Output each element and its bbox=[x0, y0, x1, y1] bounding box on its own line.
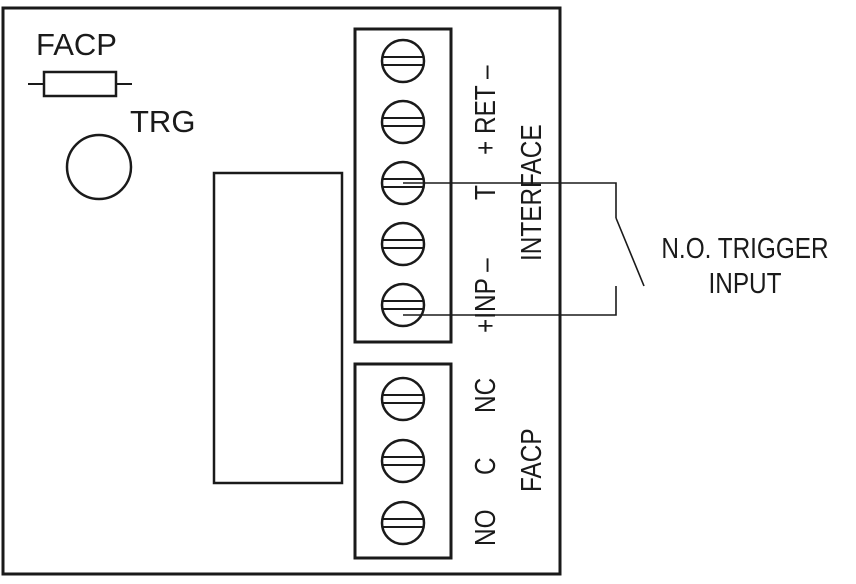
screw-ret-pos-icon[interactable] bbox=[380, 99, 426, 145]
facp-screws bbox=[380, 376, 426, 546]
facp-block-label: FACP bbox=[515, 428, 547, 492]
terminal-label-no: NO bbox=[469, 509, 501, 546]
screw-no-icon[interactable] bbox=[380, 500, 426, 546]
facp-top-label: FACP bbox=[36, 27, 117, 62]
screw-inp-neg-icon[interactable] bbox=[380, 221, 426, 267]
screw-ret-neg-icon[interactable] bbox=[380, 38, 426, 84]
terminal-label-ret: + RET – bbox=[469, 65, 501, 155]
terminal-label-inp: +INP – bbox=[469, 258, 501, 333]
screw-nc-icon[interactable] bbox=[380, 376, 426, 422]
facp-resistor-icon bbox=[28, 70, 132, 98]
trg-label: TRG bbox=[130, 104, 195, 139]
interface-label: INTERFACE bbox=[515, 124, 547, 261]
switch-contact-icon bbox=[615, 217, 645, 287]
trigger-label-line2: INPUT bbox=[708, 267, 781, 299]
trg-button-icon[interactable] bbox=[65, 133, 133, 201]
facp-terminal-block bbox=[353, 362, 453, 560]
interface-terminal-block bbox=[353, 27, 453, 344]
module-board bbox=[1, 6, 562, 576]
terminal-label-nc: NC bbox=[469, 378, 501, 413]
relay-component bbox=[212, 171, 344, 485]
screw-inp-pos-icon[interactable] bbox=[380, 282, 426, 328]
terminal-label-t: T bbox=[469, 185, 501, 200]
trigger-label-line1: N.O. TRIGGER bbox=[661, 232, 828, 264]
trigger-wiring bbox=[403, 182, 645, 316]
screw-c-icon[interactable] bbox=[380, 438, 426, 484]
interface-screws bbox=[380, 38, 426, 328]
terminal-label-c: C bbox=[469, 457, 501, 475]
